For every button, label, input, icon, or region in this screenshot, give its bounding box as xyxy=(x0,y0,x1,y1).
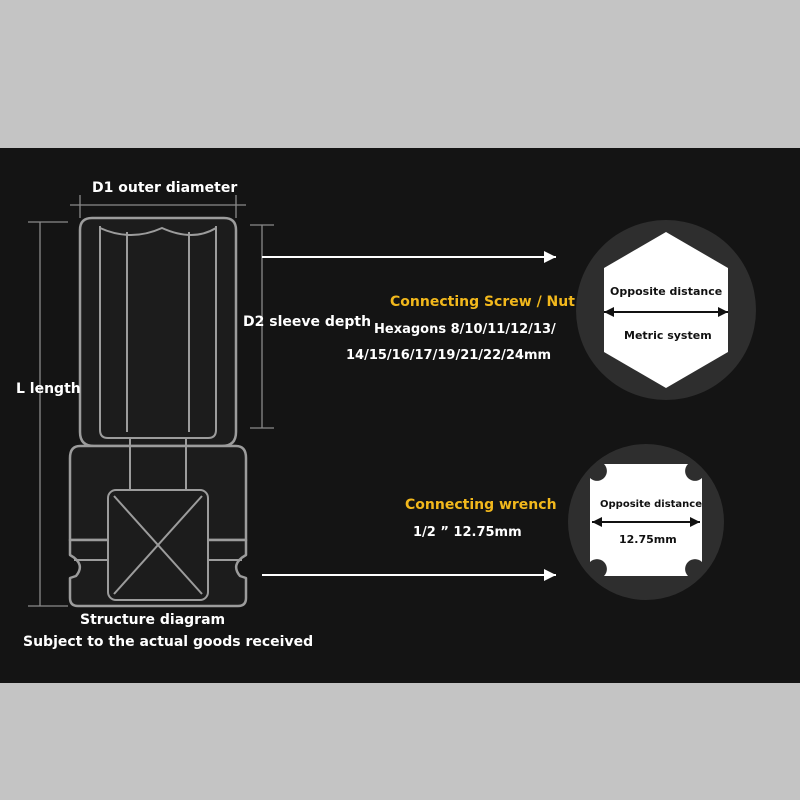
l-length-label: L length xyxy=(16,381,81,397)
square-shape xyxy=(590,464,702,576)
subject-note-label: Subject to the actual goods received xyxy=(23,634,314,650)
dimension-lines xyxy=(28,195,274,607)
hexagon-sizes-line-1: Hexagons 8/10/11/12/13/ xyxy=(374,322,556,337)
hexagon-opposite-distance-label: Opposite distance xyxy=(610,285,723,298)
hexagon-metric-system-label: Metric system xyxy=(624,329,712,342)
connecting-screw-nut-title: Connecting Screw / Nut xyxy=(390,294,575,310)
hexagon-sizes-line-2: 14/15/16/17/19/21/22/24mm xyxy=(346,348,552,363)
square-drive xyxy=(107,489,209,601)
structure-diagram-label: Structure diagram xyxy=(80,612,226,628)
connecting-wrench-title: Connecting wrench xyxy=(405,497,557,513)
d2-sleeve-depth-label: D2 sleeve depth xyxy=(243,314,372,330)
wrench-size-label: 1/2 ” 12.75mm xyxy=(413,525,522,540)
square-opposite-distance-label: Opposite distance xyxy=(600,499,703,510)
square-size-label: 12.75mm xyxy=(619,533,677,546)
d1-outer-diameter-label: D1 outer diameter xyxy=(92,180,238,196)
